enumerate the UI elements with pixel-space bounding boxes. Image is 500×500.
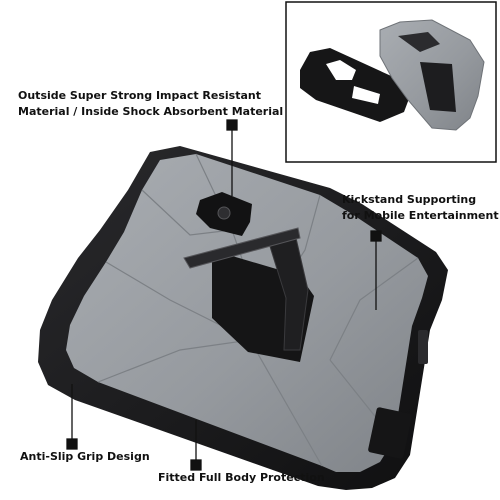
callout-material-line2: Material / Inside Shock Absorbent Materi… (18, 105, 284, 118)
kickstand-top-bar (183, 227, 301, 269)
callout-kickstand-line1: Kickstand Supporting (342, 193, 477, 206)
port-cutout-bottom (368, 407, 412, 459)
callout-grip-text: Anti-Slip Grip Design (20, 450, 150, 463)
port-cutout-side (418, 330, 428, 364)
callout-material-line1: Outside Super Strong Impact Resistant (18, 89, 261, 102)
callout-grip: Anti-Slip Grip Design (20, 449, 150, 465)
inset-photo (285, 1, 497, 163)
callout-leaders (66, 119, 382, 471)
camera-lens-ring (217, 206, 231, 220)
inset-black-layer (300, 48, 410, 122)
leader-material-marker (226, 119, 238, 131)
leader-protection-marker (190, 459, 202, 471)
callout-kickstand-line2: for Mobile Entertainment (342, 209, 499, 222)
inset-kickstand (420, 62, 456, 112)
callout-kickstand: Kickstand Supporting for Mobile Entertai… (342, 192, 499, 224)
callout-protection: Fitted Full Body Protection (158, 470, 325, 486)
inset-black-cutout (326, 60, 380, 104)
callout-protection-text: Fitted Full Body Protection (158, 471, 325, 484)
leader-grip-marker (66, 438, 78, 450)
phone-case-main (38, 146, 448, 490)
leader-kickstand-marker (370, 230, 382, 242)
callout-material: Outside Super Strong Impact Resistant Ma… (18, 88, 283, 120)
inset-shell-window (398, 32, 440, 52)
